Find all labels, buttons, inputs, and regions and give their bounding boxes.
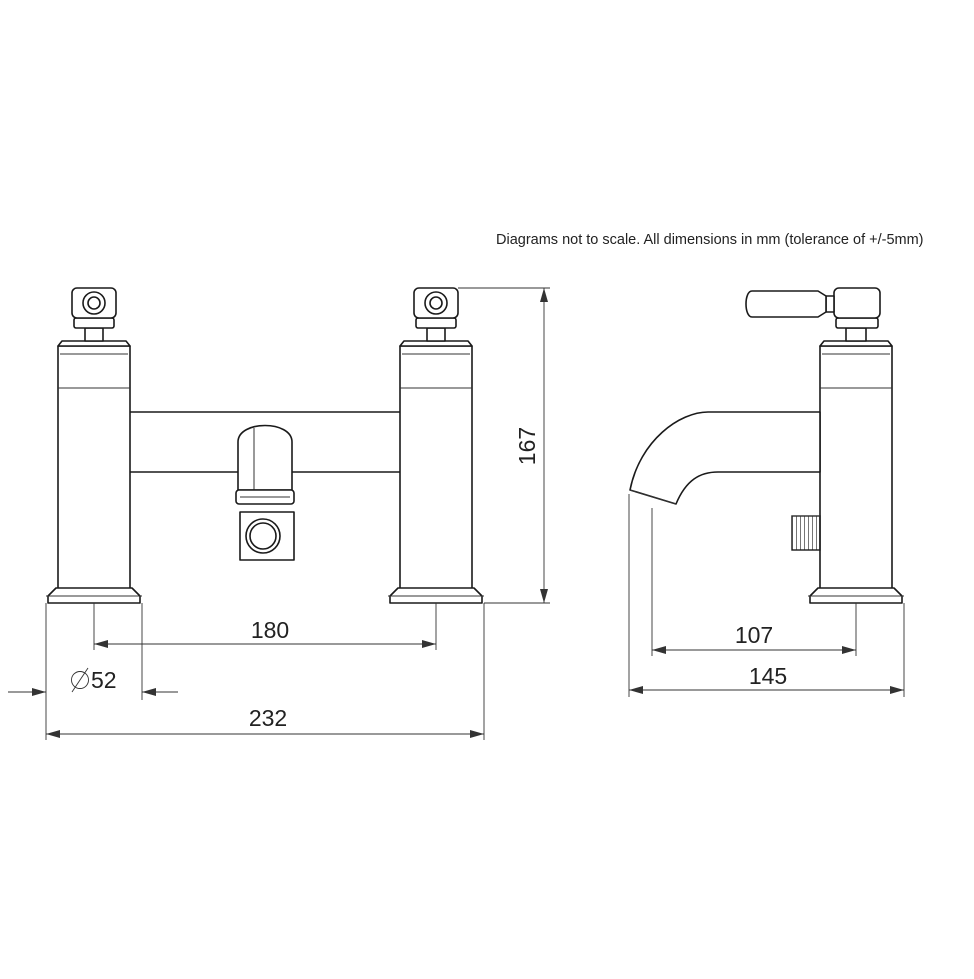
spout-projection-label: 107 [735, 622, 773, 648]
left-handle [71, 287, 117, 342]
right-handle [413, 287, 459, 342]
overall-depth-label: 145 [749, 663, 787, 689]
centres-label: 180 [251, 617, 289, 643]
dimension-lines [8, 287, 905, 740]
base-diameter-label: 52 [91, 667, 117, 693]
right-pillar [388, 340, 484, 604]
left-pillar [46, 340, 142, 604]
side-spout [629, 411, 821, 505]
front-view [46, 287, 484, 604]
side-view [629, 287, 904, 604]
scale-note: Diagrams not to scale. All dimensions in… [496, 232, 924, 248]
height-label: 167 [514, 427, 540, 465]
overall-width-label: 232 [249, 705, 287, 731]
front-spout [235, 424, 295, 561]
